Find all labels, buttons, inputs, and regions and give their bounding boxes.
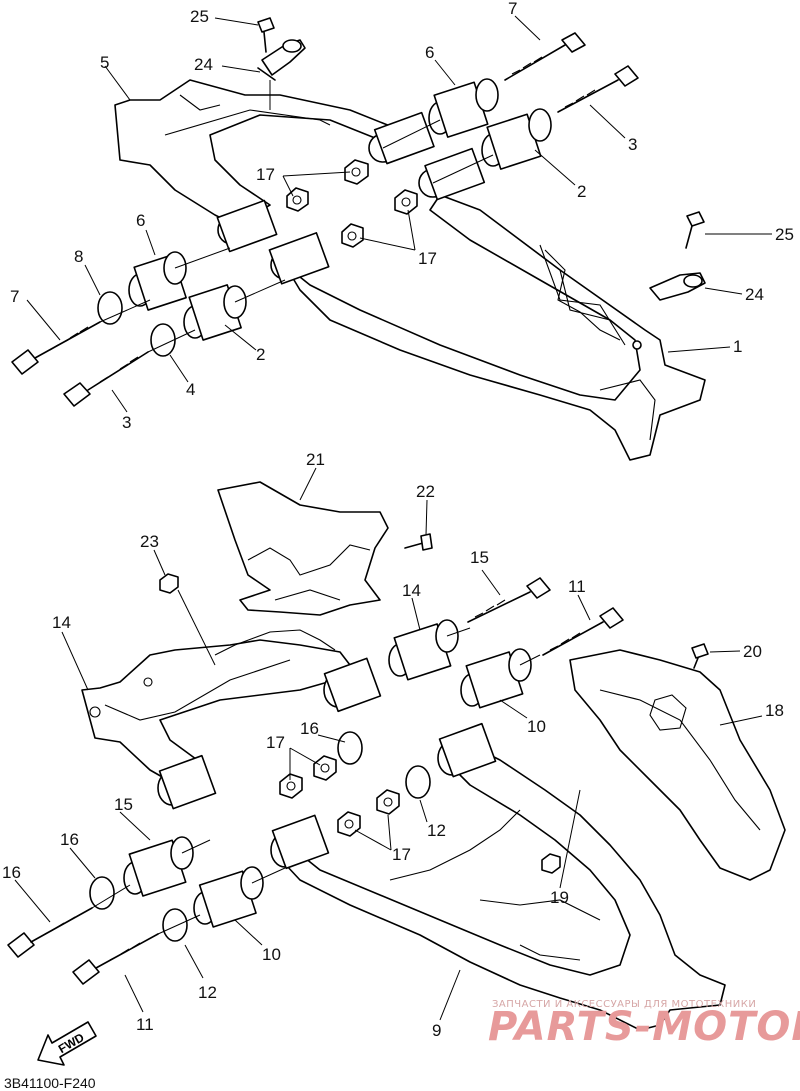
nut-17-f [313, 755, 337, 781]
bushing-14-lower [123, 836, 194, 897]
callout-label: 3 [122, 413, 131, 432]
callout-label: 2 [577, 182, 586, 201]
bushing-10-lower [193, 866, 264, 928]
diagram-code: 3B41100-F240 [4, 1075, 96, 1091]
nut-17-d [341, 223, 364, 248]
callout-label: 16 [60, 830, 79, 849]
nut-20 [541, 853, 561, 874]
callout-label: 2 [256, 345, 265, 364]
callout-label: 16 [300, 719, 319, 738]
bushing-2-right [481, 108, 552, 170]
callout-label: 9 [432, 1021, 441, 1040]
bushing-6-right [428, 78, 499, 138]
callout-label: 10 [527, 717, 546, 736]
lower-arm-part-13 [81, 639, 351, 791]
watermark-brand: PARTS-MOTOR.RU [488, 1004, 800, 1050]
callout-label: 6 [136, 211, 145, 230]
washer-8 [97, 291, 123, 325]
upper-arm-assembly [11, 17, 706, 461]
nut-17-g [337, 811, 361, 837]
fwd-arrow-icon: FWD [37, 1021, 97, 1066]
callout-label: 16 [2, 863, 21, 882]
bushing-6-left [128, 251, 187, 311]
callout-label: 24 [194, 55, 213, 74]
callout-label: 15 [114, 795, 133, 814]
bolt-7-right [504, 32, 586, 81]
callout-label: 21 [306, 450, 325, 469]
bushing-14-upper [388, 619, 459, 681]
callout-label: 24 [745, 285, 764, 304]
callout-label: 17 [392, 845, 411, 864]
washer-4 [150, 323, 176, 357]
nut-17-a [344, 159, 369, 185]
screw-19 [691, 643, 709, 669]
lower-arm-part-9 [271, 744, 726, 1031]
bolt-3-left [63, 351, 149, 407]
callout-label: 12 [198, 983, 217, 1002]
callout-label: 1 [733, 337, 742, 356]
callout-label: 6 [425, 43, 434, 62]
nut-17-c [394, 189, 418, 215]
nut-17-b [286, 187, 309, 212]
callout-label: 18 [765, 701, 784, 720]
bolt-11-lower [72, 933, 159, 985]
callout-label: 4 [186, 380, 195, 399]
bushing-2-left [183, 284, 247, 341]
bolt-25-top [257, 17, 275, 53]
callout-label: 14 [52, 613, 71, 632]
bolt-25-right [685, 211, 705, 249]
nut-17-e [279, 773, 303, 799]
callout-label: 19 [550, 888, 569, 907]
washer-16-upper [337, 731, 363, 765]
bolt-15-upper [467, 577, 551, 623]
callout-label: 10 [262, 945, 281, 964]
clamp-24-top [257, 39, 306, 110]
callout-label: 22 [416, 482, 435, 501]
callout-label: 17 [266, 733, 285, 752]
callout-label: 23 [140, 532, 159, 551]
callout-label: 14 [402, 581, 421, 600]
bolt-3-right [557, 65, 639, 113]
callout-label: 11 [136, 1015, 154, 1034]
bolt-7-left [11, 321, 101, 375]
callout-label: 25 [190, 7, 209, 26]
callout-label: 5 [100, 53, 109, 72]
screw-22 [404, 533, 433, 551]
callout-label: 7 [508, 0, 517, 18]
nut-17-h [376, 789, 400, 815]
watermark: ЗАПЧАСТИ И АКСЕССУАРЫ ДЛЯ МОТОТЕХНИКИ PA… [488, 999, 800, 1050]
lower-arm-assembly [7, 481, 786, 1031]
callout-label: 7 [10, 287, 19, 306]
upper-arm-part-5 [114, 79, 396, 226]
guard-part-21 [217, 481, 389, 616]
guard-part-18 [569, 649, 786, 881]
callout-label: 3 [628, 135, 637, 154]
callout-label: 8 [74, 247, 83, 266]
callout-label: 12 [427, 821, 446, 840]
nut-23 [159, 573, 179, 594]
callout-label: 25 [775, 225, 794, 244]
callout-labels: 25 24 5 7 6 3 2 17 17 6 8 7 2 4 3 1 25 [2, 0, 794, 1040]
bushing-10-upper [460, 648, 532, 709]
washer-12-upper [405, 765, 431, 799]
watermark-tagline: ЗАПЧАСТИ И АКСЕССУАРЫ ДЛЯ МОТОТЕХНИКИ [492, 999, 756, 1010]
callout-label: 20 [743, 642, 762, 661]
washer-12-lower [162, 908, 188, 942]
callout-label: 15 [470, 548, 489, 567]
callout-label: 17 [418, 249, 437, 268]
clamp-24-right [649, 272, 706, 301]
callout-label: 11 [568, 577, 586, 596]
upper-arm-part-1 [284, 194, 706, 461]
washer-16-lower [89, 876, 115, 910]
bolt-11-upper [542, 607, 624, 656]
bolt-15-lower [7, 907, 93, 958]
callout-label: 17 [256, 165, 275, 184]
